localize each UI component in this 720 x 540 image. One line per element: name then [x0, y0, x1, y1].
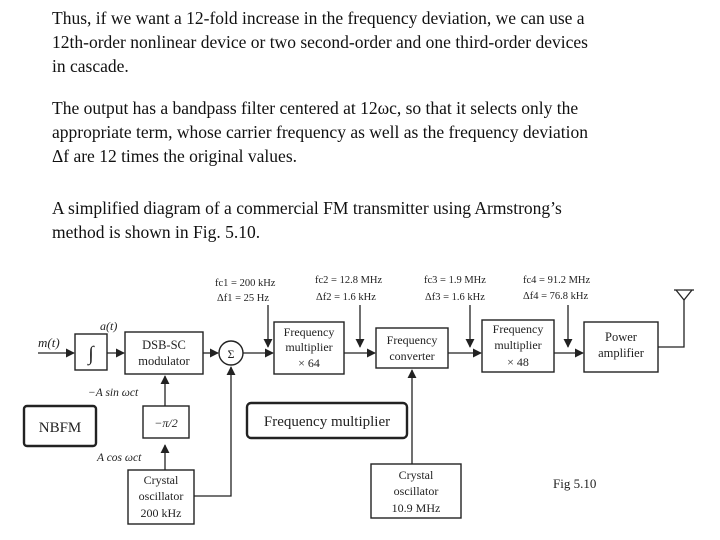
power-amplifier-block [583, 321, 659, 373]
nbfm-bracket [22, 404, 98, 448]
paragraph-line: Thus, if we want a 12-fold increase in t… [52, 8, 585, 28]
frequency-multiplier-48-block [481, 319, 555, 373]
df4-label: Δf4 = 76.8 kHz [523, 291, 589, 302]
integrator-block [74, 333, 108, 371]
df1-label: Δf1 = 25 Hz [217, 293, 269, 304]
frequency-converter-block [375, 327, 449, 369]
mult48-line3: × 48 [507, 355, 529, 369]
message-signal-label: m(t) [38, 335, 60, 350]
osc1-line2: oscillator [139, 489, 184, 503]
paragraph-line: 12th-order nonlinear device or two secon… [52, 32, 588, 52]
osc1-line1: Crystal [144, 473, 179, 487]
cos-carrier-label: A cos ωct [96, 452, 142, 464]
converter-line1: Frequency [387, 333, 438, 347]
osc-to-summer-wire [193, 366, 236, 497]
paragraph-line: Δf are 12 times the original values. [52, 146, 297, 166]
osc2-line3: 10.9 MHz [392, 501, 441, 515]
dsb-label-line1: DSB-SC [142, 338, 186, 352]
dsb-label-line2: modulator [138, 354, 190, 368]
paragraph-line: in cascade. [52, 56, 129, 76]
paragraph-line: The output has a bandpass filter centere… [52, 98, 579, 118]
fc3-label: fc3 = 1.9 MHz [424, 275, 486, 286]
integrator-symbol: ∫ [86, 343, 95, 366]
frequency-multiplier-64-block [273, 321, 345, 375]
figure-label: Fig 5.10 [553, 476, 596, 491]
at-label: a(t) [100, 319, 117, 333]
nbfm-label: NBFM [39, 420, 82, 436]
paragraph-line: appropriate term, whose carrier frequenc… [52, 122, 588, 142]
phase-shift-label: −π/2 [154, 416, 177, 430]
phase-shifter-block [142, 405, 190, 439]
frequency-multiplier-bracket-label: Frequency multiplier [264, 414, 390, 430]
paragraph-line: A simplified diagram of a commercial FM … [52, 198, 562, 218]
mult64-line1: Frequency [284, 325, 335, 339]
crystal-oscillator-10-9mhz-block [370, 463, 462, 519]
paragraph-1: Thus, if we want a 12-fold increase in t… [52, 6, 588, 78]
df2-label: Δf2 = 1.6 kHz [316, 292, 376, 303]
mult64-line2: multiplier [285, 340, 332, 354]
paragraph-line: method is shown in Fig. 5.10. [52, 222, 261, 242]
fc1-label: fc1 = 200 kHz [215, 278, 276, 289]
osc2-line2: oscillator [394, 484, 439, 498]
amplifier-line1: Power [605, 330, 638, 344]
mult64-line3: × 64 [298, 356, 320, 370]
summer-symbol: Σ [228, 347, 235, 361]
df3-label: Δf3 = 1.6 kHz [425, 292, 485, 303]
osc2-line1: Crystal [399, 468, 434, 482]
antenna-icon [658, 289, 694, 348]
sin-carrier-label: −A sin ωct [88, 387, 139, 399]
paragraph-2: The output has a bandpass filter centere… [52, 96, 588, 168]
fc2-label: fc2 = 12.8 MHz [315, 275, 382, 286]
crystal-oscillator-200khz-block [127, 469, 195, 525]
dsb-sc-modulator-block [124, 331, 204, 375]
paragraph-3: A simplified diagram of a commercial FM … [52, 196, 562, 244]
converter-line2: converter [389, 349, 434, 363]
osc1-line3: 200 kHz [141, 506, 182, 520]
amplifier-line2: amplifier [598, 346, 645, 360]
frequency-multiplier-bracket [245, 401, 409, 440]
mult48-line2: multiplier [494, 338, 541, 352]
fc4-label: fc4 = 91.2 MHz [523, 275, 590, 286]
mult48-line1: Frequency [493, 322, 544, 336]
